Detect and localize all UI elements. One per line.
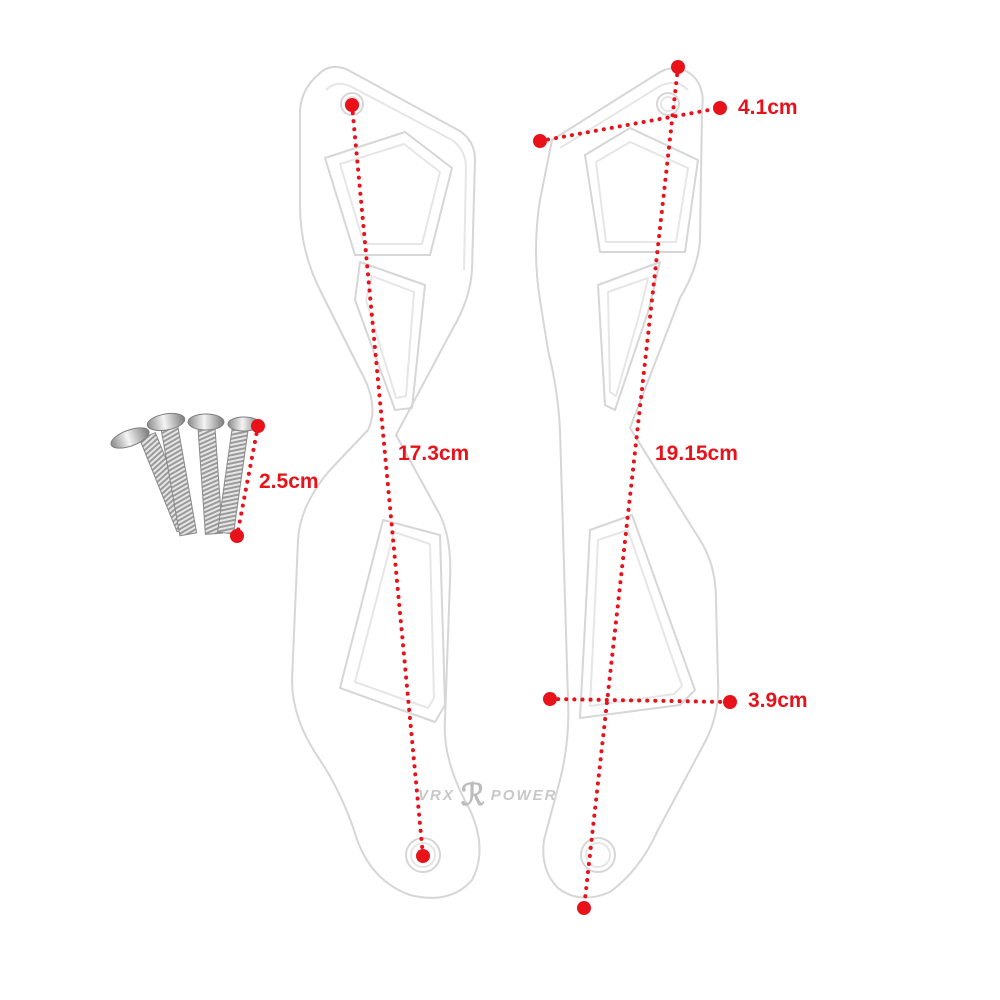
bracket-left-icon xyxy=(291,65,481,899)
brand-logo-icon: ℛ xyxy=(460,779,485,812)
endpoint-dot xyxy=(230,529,244,543)
endpoint-dot xyxy=(251,419,265,433)
brand-left-text: VRX xyxy=(418,787,455,804)
endpoint-dot xyxy=(533,134,547,148)
bolt-length-label: 2.5cm xyxy=(259,470,319,493)
endpoint-dot xyxy=(345,98,359,112)
endpoint-dot xyxy=(577,901,591,915)
endpoint-dot xyxy=(416,849,430,863)
top-width-label: 4.1cm xyxy=(738,96,798,119)
left-length-line xyxy=(350,103,425,858)
bolt-length-line xyxy=(235,424,260,538)
right-length-label: 19.15cm xyxy=(655,442,738,465)
endpoint-dot xyxy=(723,695,737,709)
bolt-icon xyxy=(187,413,225,535)
top-width-line xyxy=(538,106,722,143)
dimension-endpoints xyxy=(230,60,737,915)
bolt-icon xyxy=(146,412,198,537)
dimension-markers xyxy=(235,65,732,910)
endpoint-dot xyxy=(713,101,727,115)
bracket-right-icon xyxy=(535,67,720,899)
endpoint-dot xyxy=(671,60,685,74)
brand-right-text: POWER xyxy=(490,787,558,804)
left-length-label: 17.3cm xyxy=(398,442,470,465)
right-length-line xyxy=(582,65,680,910)
brand-watermark: VRX ℛ POWER xyxy=(418,778,557,813)
bolt-icon xyxy=(217,416,261,535)
endpoint-dot xyxy=(543,692,557,706)
bottom-width-line xyxy=(548,697,732,704)
bolt-set xyxy=(110,412,261,537)
bottom-width-label: 3.9cm xyxy=(748,689,808,712)
